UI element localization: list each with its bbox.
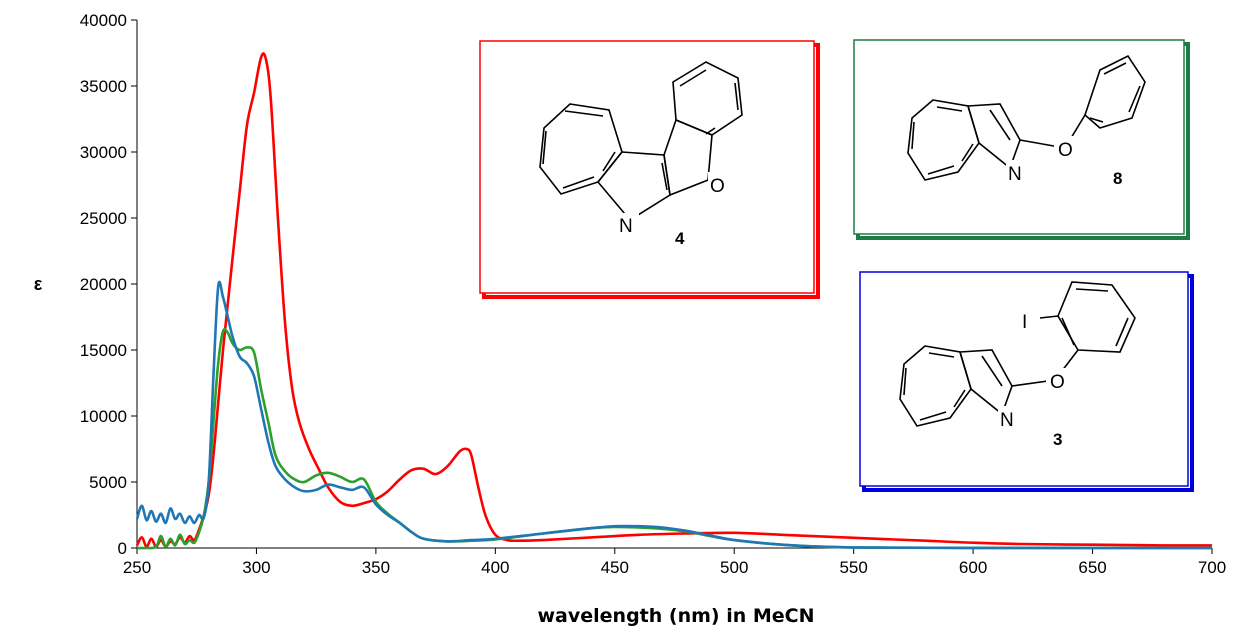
atom-label-i: I (1022, 312, 1027, 333)
y-tick-label: 25000 (80, 209, 127, 228)
y-tick-label: 10000 (80, 407, 127, 426)
tick-labels: 0 5000 10000 15000 20000 25000 30000 35000 40000… (80, 11, 1226, 577)
y-axis-title: ε (34, 274, 43, 294)
structure-4: N O 4 (539, 61, 743, 248)
x-tick-label: 700 (1198, 558, 1226, 577)
y-tick-label: 30000 (80, 143, 127, 162)
y-tick-label: 15000 (80, 341, 127, 360)
compound-label: 8 (1113, 169, 1122, 188)
x-axis-title: wavelength (nm) in MeCN (538, 605, 815, 627)
x-tick-label: 350 (362, 558, 390, 577)
x-tick-label: 250 (123, 558, 151, 577)
series-line-4 (135, 52, 1213, 548)
inset-compound-3: N O I 3 (859, 271, 1194, 492)
x-tick-label: 500 (720, 558, 748, 577)
atom-label-o: O (1050, 372, 1065, 393)
atom-label-o: O (710, 176, 725, 197)
y-tick-label: 40000 (80, 11, 127, 30)
y-tick-label: 5000 (89, 473, 127, 492)
y-tick-label: 35000 (80, 77, 127, 96)
y-tick-label: 0 (118, 539, 127, 558)
compound-label: 4 (675, 229, 685, 248)
inset-box (859, 271, 1189, 487)
x-tick-label: 600 (959, 558, 987, 577)
x-tick-label: 300 (242, 558, 270, 577)
compound-label: 3 (1053, 430, 1062, 449)
x-tick-label: 450 (601, 558, 629, 577)
y-tick-label: 20000 (80, 275, 127, 294)
atom-label-n: N (1008, 164, 1022, 185)
atom-label-o: O (1058, 140, 1073, 161)
inset-box (479, 40, 815, 294)
inset-compound-8: N O 8 (853, 39, 1190, 240)
inset-compound-4: N O 4 (479, 40, 820, 299)
x-tick-label: 400 (481, 558, 509, 577)
x-tick-label: 650 (1078, 558, 1106, 577)
atom-label-n: N (619, 216, 633, 237)
structure-3: N O I 3 (899, 281, 1136, 449)
series-lines (135, 52, 1213, 550)
atom-label-n: N (1000, 410, 1014, 431)
x-tick-label: 550 (839, 558, 867, 577)
structure-8: N O 8 (907, 54, 1146, 188)
series-line-3 (135, 280, 1212, 550)
